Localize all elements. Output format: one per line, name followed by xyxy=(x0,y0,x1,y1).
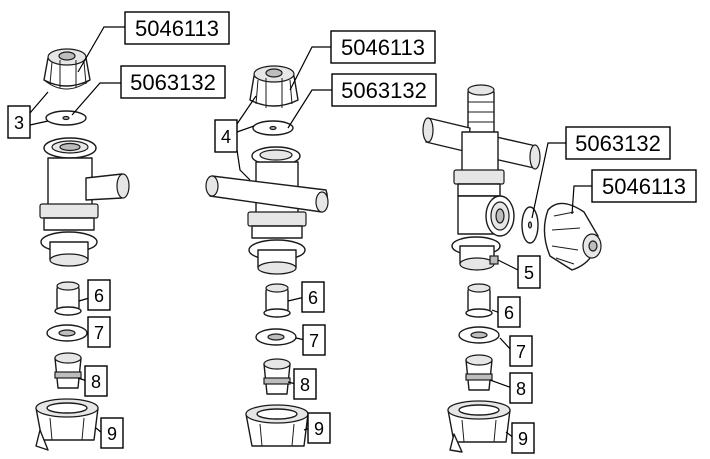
callout-b-9: 9 xyxy=(314,419,324,439)
cap-a xyxy=(43,48,91,90)
callout-a-7: 7 xyxy=(94,323,104,343)
callout-kit-5: 5 xyxy=(524,263,534,283)
washer-b xyxy=(255,328,297,346)
nozzle-b xyxy=(263,358,291,395)
assembly-c xyxy=(422,84,602,453)
callout-b-cap: 5046113 xyxy=(341,35,425,60)
callout-kit-4: 4 xyxy=(221,127,231,147)
cross-fitting-c xyxy=(422,84,541,197)
callout-b-6: 6 xyxy=(308,288,318,308)
callout-c-8: 8 xyxy=(516,379,526,399)
cap-nut-b xyxy=(245,404,309,447)
strainer-b xyxy=(263,283,291,318)
cap-nut-a xyxy=(35,398,99,451)
callout-c-gasket: 5063132 xyxy=(575,131,661,156)
nozzle-c xyxy=(465,354,493,391)
callouts: 5046113 5063132 5046113 5063132 5063132 … xyxy=(7,11,697,454)
callout-b-7: 7 xyxy=(309,331,319,351)
callout-c-6: 6 xyxy=(504,303,514,323)
callout-a-6: 6 xyxy=(94,286,104,306)
cap-c xyxy=(543,202,602,271)
strainer-a xyxy=(54,281,82,316)
washer-a xyxy=(46,324,88,342)
callout-c-7: 7 xyxy=(516,342,526,362)
nozzle-a xyxy=(54,352,82,389)
callout-kit-3: 3 xyxy=(14,113,24,133)
strainer-c xyxy=(465,283,493,318)
callout-c-cap: 5046113 xyxy=(602,174,686,199)
assembly-b xyxy=(205,65,329,447)
callout-b-8: 8 xyxy=(300,375,310,395)
callout-a-9: 9 xyxy=(107,424,117,444)
assembly-a xyxy=(35,48,130,451)
valve-body-b xyxy=(205,146,329,275)
callout-a-cap: 5046113 xyxy=(135,16,219,41)
callout-a-gasket: 5063132 xyxy=(130,70,216,95)
callout-a-8: 8 xyxy=(91,372,101,392)
cap-nut-c xyxy=(447,400,511,453)
washer-c xyxy=(458,326,500,344)
callout-b-gasket: 5063132 xyxy=(341,78,427,103)
valve-body-c xyxy=(451,195,515,271)
cap-b xyxy=(249,65,299,108)
valve-body-a xyxy=(39,137,130,267)
callout-c-9: 9 xyxy=(518,429,528,449)
